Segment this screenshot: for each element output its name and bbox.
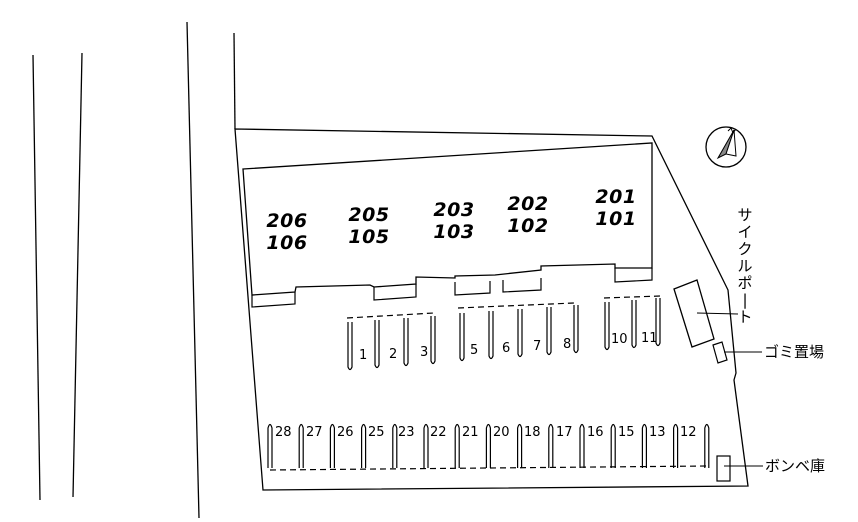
cylinder-storage-box — [716, 455, 731, 482]
parking-number: 8 — [563, 337, 572, 352]
parking-divider — [298, 423, 304, 468]
parking-divider — [573, 305, 579, 354]
unit-lower: 101 — [595, 208, 637, 230]
site-boundary — [234, 128, 749, 491]
parking-number: 15 — [618, 425, 635, 440]
garbage-label: ゴミ置場 — [764, 343, 825, 361]
unit-label-201-101: 201 101 — [592, 186, 640, 230]
cycle-port-char: ト — [737, 308, 753, 326]
parking-divider — [548, 423, 554, 468]
road-lines — [32, 21, 236, 519]
parking-divider — [392, 423, 398, 468]
parking-divider — [604, 302, 610, 351]
parking-divider — [485, 423, 491, 468]
parking-divider — [361, 423, 367, 468]
parking-number: 27 — [306, 425, 323, 440]
parking-divider — [267, 423, 273, 468]
parking-divider — [430, 316, 436, 365]
parking-number: 22 — [430, 425, 447, 440]
parking-number: 1 — [359, 348, 368, 363]
parking-number: 2 — [389, 347, 398, 362]
parking-number: 20 — [493, 425, 510, 440]
cycle-port-label: サイクルポ|ト — [737, 207, 753, 326]
parking-divider — [347, 322, 353, 371]
unit-upper: 201 — [595, 186, 637, 208]
parking-number: 13 — [649, 425, 666, 440]
unit-upper: 202 — [507, 193, 549, 215]
parking-divider — [488, 311, 494, 360]
parking-divider — [454, 423, 460, 468]
parking-divider — [579, 423, 585, 468]
parking-number: 16 — [587, 425, 604, 440]
parking-number: 7 — [533, 339, 542, 354]
parking-number: 21 — [462, 425, 479, 440]
parking-number: 23 — [398, 425, 415, 440]
parking-divider — [329, 423, 335, 468]
parking-divider — [403, 318, 409, 367]
parking-divider — [641, 423, 647, 468]
unit-label-202-102: 202 102 — [504, 193, 552, 237]
parking-number: 18 — [524, 425, 541, 440]
unit-upper: 206 — [266, 210, 308, 232]
parking-divider — [655, 298, 661, 347]
parking-divider — [517, 423, 523, 468]
parking-number: 12 — [680, 425, 697, 440]
unit-label-205-105: 205 105 — [345, 204, 393, 248]
parking-divider — [704, 423, 710, 468]
cycle-port-char: | — [742, 291, 748, 309]
cycle-port-char: ク — [737, 240, 753, 258]
cycle-port-char: ポ — [737, 274, 753, 292]
unit-lower: 106 — [266, 232, 308, 254]
parking-divider — [459, 313, 465, 362]
parking-divider — [374, 320, 380, 369]
parking-number: 5 — [470, 343, 479, 358]
parking-number: 3 — [420, 345, 429, 360]
unit-upper: 205 — [348, 204, 390, 226]
garbage-box — [712, 341, 728, 364]
parking-number: 17 — [556, 425, 573, 440]
unit-lower: 102 — [507, 215, 549, 237]
parking-divider — [610, 423, 616, 468]
parking-dividers-top — [347, 298, 661, 371]
parking-dividers-bottom — [267, 423, 710, 468]
unit-upper: 203 — [433, 199, 475, 221]
cycle-port-char: ル — [737, 257, 753, 275]
cycle-port-leader — [696, 312, 739, 315]
parking-divider — [673, 423, 679, 468]
cylinder-storage-label: ボンベ庫 — [765, 457, 826, 475]
parking-number: 28 — [275, 425, 292, 440]
parking-divider — [517, 309, 523, 358]
parking-number: 10 — [611, 332, 628, 347]
parking-dashes — [269, 295, 709, 471]
unit-label-203-103: 203 103 — [430, 199, 478, 243]
cycle-port-char: サ — [737, 206, 753, 224]
unit-lower: 103 — [433, 221, 475, 243]
balconies — [251, 268, 653, 308]
north-arrow-icon — [705, 126, 747, 168]
unit-lower: 105 — [348, 226, 390, 248]
building — [242, 142, 653, 296]
parking-divider — [631, 300, 637, 349]
parking-number: 6 — [502, 341, 511, 356]
parking-divider — [423, 423, 429, 468]
parking-divider — [546, 307, 552, 356]
parking-number: 25 — [368, 425, 385, 440]
parking-number: 11 — [641, 331, 658, 346]
cycle-port-structure — [673, 279, 715, 348]
parking-number: 26 — [337, 425, 354, 440]
cycle-port-char: イ — [737, 223, 753, 241]
unit-label-206-106: 206 106 — [263, 210, 311, 254]
